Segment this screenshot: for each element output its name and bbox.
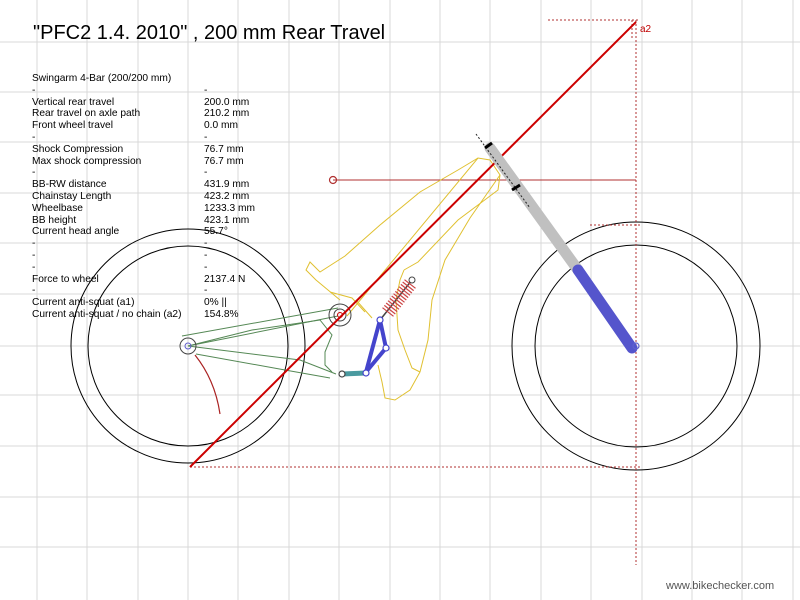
stat-value: 2137.4 N [204,273,246,285]
stat-value: - [204,238,208,250]
stat-label: - [32,131,36,143]
stat-value: - [204,249,208,261]
rear-wheel [70,228,306,464]
watermark: www.bikechecker.com [666,580,775,592]
stat-value: 423.2 mm [204,190,250,202]
swingarm [181,307,339,379]
stat-value: 1233.3 mm [204,202,255,214]
fork-upper-tube [484,142,584,276]
linkage-pivots [338,316,390,378]
fork-lower-leg [572,264,638,354]
lower-link-bar [341,370,367,377]
spring-coil [402,281,415,292]
stat-value: - [204,131,208,143]
stat-label: BB-RW distance [32,179,107,191]
spring-coil [400,283,413,294]
headset-top [484,141,493,150]
stat-label: - [32,285,36,297]
spring-coil [387,300,400,310]
stat-value: - [204,167,208,179]
stat-value: 76.7 mm [204,155,244,167]
stat-value: 154.8% [204,308,239,320]
stat-label: Rear travel on axle path [32,108,141,120]
construction-lines [190,19,640,565]
stat-label: Vertical rear travel [32,96,115,108]
stat-label: Front wheel travel [32,120,113,132]
stat-label: Chainstay Length [32,190,112,202]
spring-coil [385,302,398,313]
stat-label: Max shock compression [32,155,142,167]
stat-label: Swingarm 4-Bar (200/200 mm) [32,73,172,84]
stat-value: 423.1 mm [204,214,250,226]
stat-value: 55.7° [204,226,228,238]
stat-label: Current anti-squat (a1) [32,297,135,309]
stat-label: - [32,238,36,250]
stat-value: - [204,261,208,273]
stat-label: BB height [32,214,77,226]
stat-label: - [32,167,36,179]
axle-path-arc [194,354,221,415]
spring-coil [391,295,404,306]
frame [305,157,501,401]
shock-spring [382,279,416,317]
stat-label: - [32,249,36,261]
spring-coil [404,279,416,289]
front-hub [632,342,640,350]
instant-center-marker [328,175,338,185]
stat-value: 76.7 mm [204,143,244,155]
stat-label: Force to wheel [32,273,99,285]
anti-squat-line [189,21,637,468]
stat-value: 200.0 mm [204,96,250,108]
headset-bottom [511,183,521,192]
stat-value: 0% || [204,297,227,309]
spring-coil [393,293,405,303]
rear-shock [379,276,416,321]
stat-label: - [32,261,36,273]
spring-coil [389,297,402,308]
spring-coil [383,304,396,315]
steering-axis-dotted [475,133,531,209]
a2-label: a2 [640,24,652,35]
stat-value: 0.0 mm [204,120,238,132]
stat-value: - [204,84,208,96]
stat-value: - [204,285,208,297]
spring-coil [396,288,409,299]
linkage [364,318,388,374]
rear-hub [179,337,197,355]
stat-label: Wheelbase [32,202,83,214]
spring-coil [382,307,394,317]
stat-label: - [32,84,36,96]
stat-label: Shock Compression [32,143,124,155]
fork [475,133,640,354]
spring-coil [394,290,407,301]
stat-label: Current head angle [32,226,120,238]
page-title: "PFC2 1.4. 2010" , 200 mm Rear Travel [33,22,386,44]
spring-coil [398,286,411,296]
stat-value: 210.2 mm [204,108,250,120]
stat-label: Current anti-squat / no chain (a2) [32,308,182,320]
stat-value: 431.9 mm [204,179,250,191]
